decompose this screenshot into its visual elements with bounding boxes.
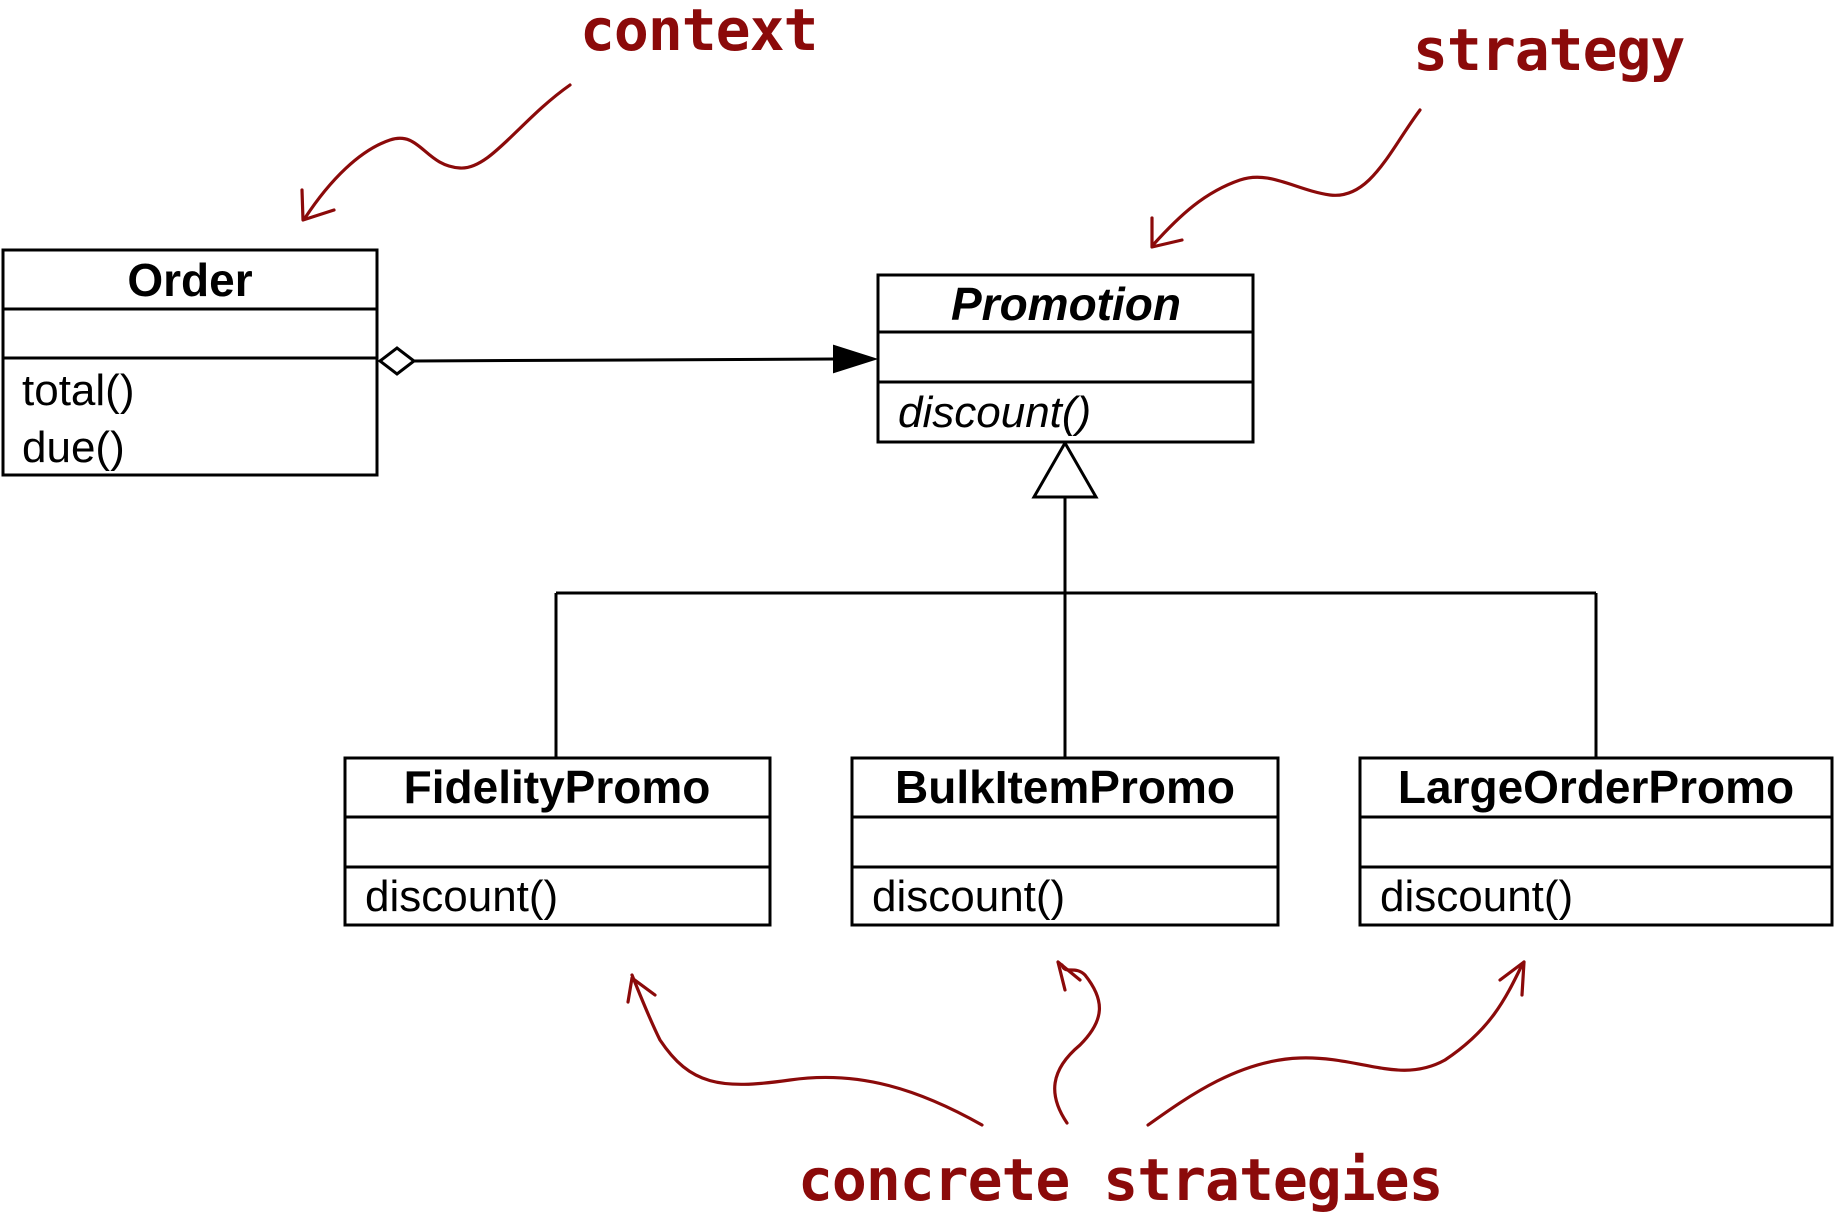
class-order: Order total() due(): [1, 248, 379, 477]
class-order-name: Order: [127, 254, 252, 306]
class-large-order-promo: LargeOrderPromo discount(): [1358, 756, 1834, 927]
inheritance-triangle: [1031, 439, 1099, 499]
annotation-concrete-strategies-label: concrete strategies: [798, 1146, 1442, 1214]
class-fidelity-promo-name: FidelityPromo: [404, 761, 711, 813]
class-promotion: Promotion discount(): [876, 273, 1255, 444]
class-order-method-due: due(): [22, 423, 125, 472]
annotation-arrow-to-bulk: [1053, 963, 1101, 1125]
annotation-arrowhead-bulk: [1056, 960, 1082, 992]
annotation-arrowhead-large: [1498, 960, 1526, 997]
class-bulk-item-promo-name: BulkItemPromo: [895, 761, 1235, 813]
annotation-context-label: context: [580, 0, 817, 64]
annotation-context-arrowhead: [300, 188, 336, 222]
class-bulk-item-promo: BulkItemPromo discount(): [850, 756, 1280, 927]
aggregation-diamond: [377, 346, 417, 376]
class-fidelity-promo: FidelityPromo discount(): [343, 756, 772, 927]
class-bulk-item-promo-frame: [850, 756, 1280, 927]
annotation-context-arrow: [303, 83, 572, 220]
annotation-arrow-to-fidelity: [630, 973, 984, 1127]
aggregation-connector: [377, 344, 879, 376]
navigability-arrowhead: [833, 344, 879, 374]
class-promotion-method-discount: discount(): [898, 388, 1091, 437]
annotation-strategy: strategy: [1150, 16, 1685, 249]
class-promotion-frame: [876, 273, 1255, 444]
generalization-connector: [554, 439, 1598, 757]
class-fidelity-promo-frame: [343, 756, 772, 927]
annotation-strategy-arrow: [1151, 108, 1422, 247]
class-large-order-promo-name: LargeOrderPromo: [1398, 761, 1794, 813]
class-order-frame: [1, 248, 379, 477]
class-large-order-promo-method-discount: discount(): [1380, 872, 1573, 921]
annotation-strategy-label: strategy: [1413, 16, 1684, 84]
class-large-order-promo-frame: [1358, 756, 1834, 927]
annotation-strategy-arrowhead: [1150, 216, 1184, 249]
class-fidelity-promo-method-discount: discount(): [365, 872, 558, 921]
class-order-method-total: total(): [22, 366, 134, 415]
annotation-context: context: [300, 0, 818, 222]
annotation-arrow-to-large: [1146, 963, 1524, 1127]
class-bulk-item-promo-method-discount: discount(): [872, 872, 1065, 921]
annotation-arrowhead-fidelity: [626, 976, 657, 1004]
class-promotion-name: Promotion: [951, 278, 1181, 330]
aggregation-line: [413, 357, 835, 363]
annotation-concrete-strategies: concrete strategies: [626, 960, 1526, 1214]
